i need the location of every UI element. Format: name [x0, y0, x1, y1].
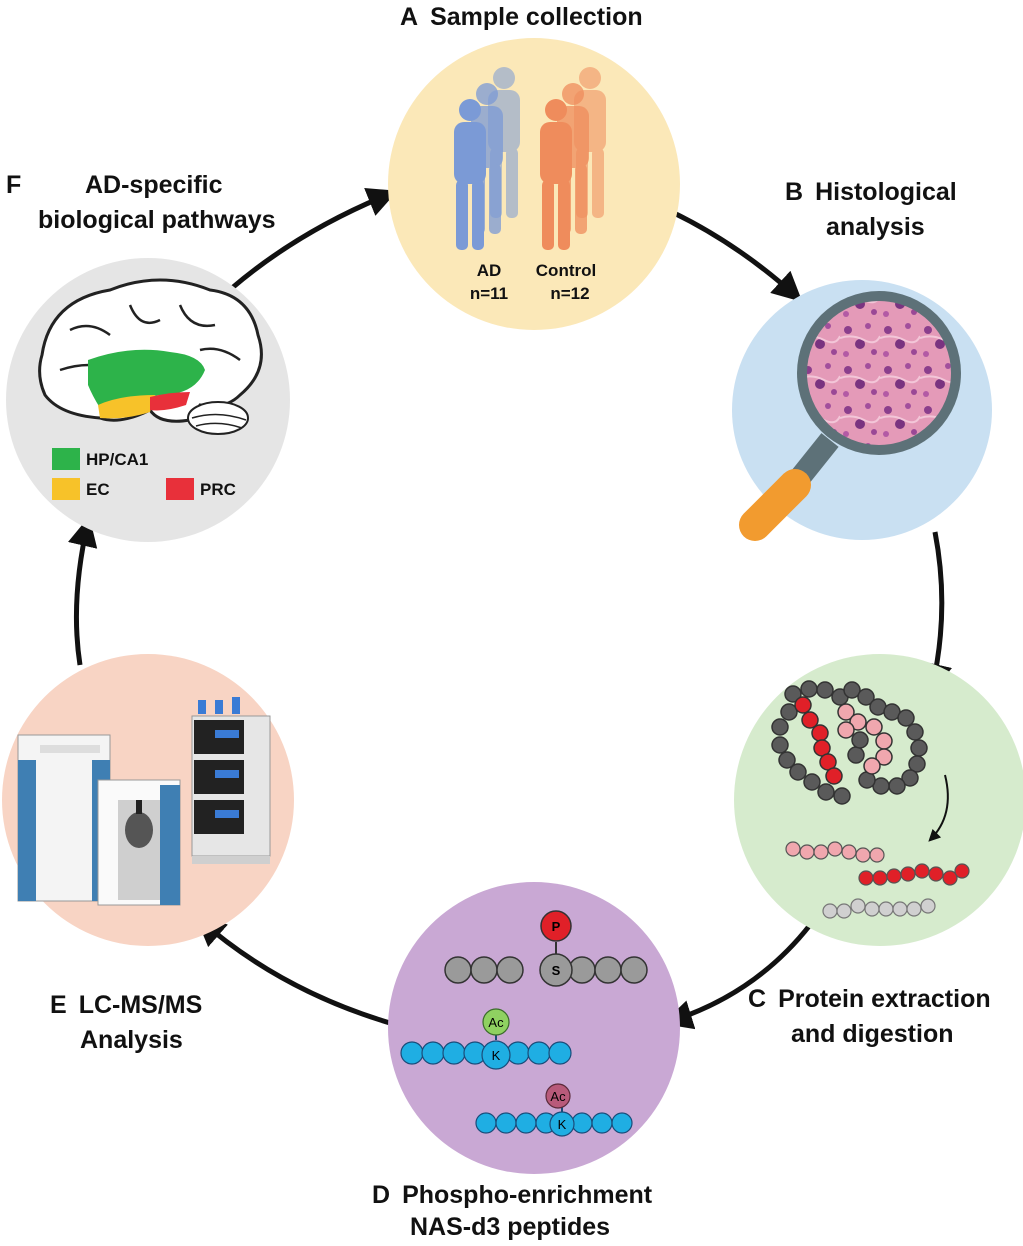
circle-a-sample-collection: AD n=11 Control n=12: [388, 38, 680, 330]
legend-swatch-prc: [166, 478, 194, 500]
circle-b-histology: [732, 280, 992, 541]
peptides-gray: [822, 898, 936, 919]
circle-f-pathways: HP/CA1 EC PRC: [6, 258, 290, 542]
peptides-pink: [785, 841, 885, 863]
label-b-line2: analysis: [826, 210, 925, 244]
legend-swatch-hp-ca1: [52, 448, 80, 470]
ad-group-label: AD: [477, 261, 502, 280]
peptides-red: [858, 863, 970, 886]
legend-hp-ca1: HP/CA1: [86, 450, 148, 469]
arrow-e-to-f: [67, 516, 98, 666]
label-e: E LC-MS/MS: [50, 988, 202, 1022]
folded-protein: [771, 680, 928, 805]
letter-d: D: [372, 1181, 391, 1209]
letter-e: E: [50, 991, 67, 1019]
title-c-line2: and digestion: [791, 1020, 954, 1048]
magnifier-handle-icon: [739, 433, 839, 541]
arrow-d-to-e: [195, 916, 391, 1026]
phospho-peptide: [444, 910, 648, 987]
label-d-line2: NAS-d3 peptides: [410, 1210, 610, 1244]
label-f: F: [6, 168, 33, 202]
title-b-line1: Histological: [815, 178, 957, 206]
title-f-line2: biological pathways: [38, 206, 276, 234]
label-c-line2: and digestion: [791, 1017, 954, 1051]
ad-group-n: n=11: [470, 284, 508, 303]
title-b-line2: analysis: [826, 213, 925, 241]
control-group-label: Control: [536, 261, 596, 280]
hplc-stack-icon: [191, 697, 271, 864]
title-d-line2: NAS-d3 peptides: [410, 1213, 611, 1241]
arrow-f-to-a: [230, 188, 398, 290]
legend-swatch-ec: [52, 478, 80, 500]
ad-figures: [454, 67, 520, 250]
serine-mark: S: [552, 963, 561, 978]
title-e-line1: LC-MS/MS: [78, 991, 203, 1019]
control-group-n: n=12: [550, 284, 589, 303]
title-c-line1: Protein extraction: [778, 985, 991, 1013]
arrow-c-to-d: [662, 923, 812, 1030]
label-f-line2: biological pathways: [38, 203, 276, 237]
label-c: C Protein extraction: [748, 982, 991, 1016]
letter-c: C: [748, 985, 767, 1013]
brain-icon: [38, 278, 263, 435]
title-a: Sample collection: [430, 3, 643, 31]
phospho-mark: P: [552, 919, 561, 934]
letter-f: F: [6, 171, 22, 199]
letter-a: A: [400, 3, 419, 31]
label-e-line2: Analysis: [80, 1023, 183, 1057]
legend-prc: PRC: [200, 480, 236, 499]
title-d-line1: Phospho-enrichment: [402, 1181, 653, 1209]
digest-arrow-icon: [928, 774, 949, 842]
acetyl-mark-2: Ac: [550, 1089, 566, 1104]
legend-ec: EC: [86, 480, 110, 499]
lysine-mark-1: K: [492, 1048, 501, 1063]
label-f-line1: AD-specific: [85, 168, 223, 202]
circle-d-enrichment: S P K Ac K Ac: [388, 882, 680, 1174]
acetyl-mark-1: Ac: [488, 1015, 504, 1030]
label-b: B Histological: [785, 175, 957, 209]
control-figures: [540, 67, 606, 250]
tissue-section: [807, 301, 951, 445]
mass-spectrometer-icon: [17, 734, 181, 906]
label-a: A Sample collection: [400, 0, 643, 34]
arrow-a-to-b: [670, 209, 803, 303]
title-f-line1: AD-specific: [85, 171, 223, 199]
label-d: D Phospho-enrichment: [372, 1178, 652, 1212]
title-e-line2: Analysis: [80, 1026, 183, 1054]
lysine-mark-2: K: [558, 1117, 567, 1132]
acetyl-peptide-1: [400, 1008, 572, 1070]
circle-e-lcms: [2, 654, 294, 946]
letter-b: B: [785, 178, 804, 206]
circle-c-protein: [734, 654, 1023, 946]
acetyl-peptide-2: [475, 1083, 633, 1137]
